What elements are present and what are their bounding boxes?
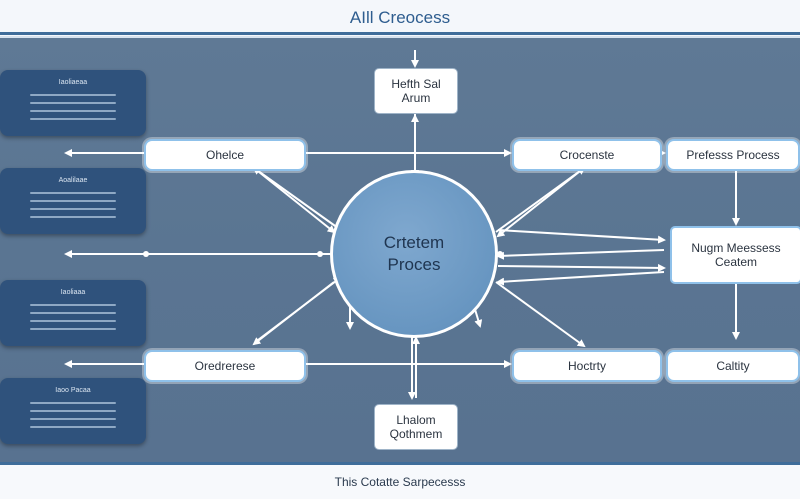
right-box-line-1: Nugm Meessess: [691, 241, 781, 255]
side-card-line: [30, 320, 116, 322]
arrow-left-pill-top-to-hub: [253, 167, 336, 234]
side-card-line: [30, 208, 116, 210]
hub-line-1: Crtetem: [383, 233, 445, 252]
side-card-line: [30, 94, 116, 96]
central-process-hub[interactable]: Crtetem Proces: [330, 170, 498, 338]
page-title: AIll Creocess: [349, 8, 451, 27]
pill-prefesss-process[interactable]: Prefesss Process: [666, 139, 800, 171]
side-card-line: [30, 304, 116, 306]
footer-bar: This Cotatte Sarpecesss: [0, 462, 800, 499]
right-box-line-2: Ceatem: [714, 255, 758, 269]
arrow-hub-to-right-pill-bottom: [495, 281, 586, 348]
side-card-line: [30, 118, 116, 120]
side-card-line: [30, 426, 116, 428]
side-card-heading: Iaoliaeaa: [58, 79, 88, 86]
side-card-4: Iaoo Pacaa: [0, 378, 146, 444]
arrow-hub-to-right-box-a: [497, 229, 666, 244]
side-card-2: Aoalilaae: [0, 168, 146, 234]
hub-line-2: Proces: [387, 255, 441, 274]
footer-caption: This Cotatte Sarpecesss: [334, 475, 466, 489]
junction-dot: [143, 251, 149, 257]
side-card-3: Iaoliaaa: [0, 280, 146, 346]
top-process-box[interactable]: Hefth Sal Arum: [374, 68, 458, 114]
junction-dot: [317, 251, 323, 257]
pill-crocenste[interactable]: Crocenste: [512, 139, 662, 171]
right-process-box[interactable]: Nugm Meessess Ceatem: [670, 226, 800, 284]
arrow-right-box-to-hub-b: [496, 271, 665, 286]
side-card-line: [30, 192, 116, 194]
junction-dot: [497, 251, 503, 257]
side-card-heading: Iaoo Pacaa: [55, 387, 91, 394]
side-card-line: [30, 102, 116, 104]
arrow-left-pill-bottom-to-hub: [257, 276, 342, 341]
side-card-line: [30, 410, 116, 412]
side-card-heading: Aoalilaae: [58, 177, 88, 184]
pill-ohelce[interactable]: Ohelce: [144, 139, 306, 171]
pill-oredrerese[interactable]: Oredrerese: [144, 350, 306, 382]
title-bar: AIll Creocess: [0, 0, 800, 38]
top-box-line-2: Arum: [401, 91, 431, 105]
side-card-line: [30, 402, 116, 404]
top-box-line-1: Hefth Sal: [391, 77, 441, 91]
side-card-heading: Iaoliaaa: [60, 289, 86, 296]
bottom-box-line-1: Lhalom: [396, 413, 436, 427]
pill-caltity[interactable]: Caltity: [666, 350, 800, 382]
bottom-process-box[interactable]: Lhalom Qothmem: [374, 404, 458, 450]
side-card-line: [30, 328, 116, 330]
arrow-right-box-to-hub-a: [496, 249, 665, 260]
side-card-line: [30, 216, 116, 218]
pill-hoctrty[interactable]: Hoctrty: [512, 350, 662, 382]
side-card-line: [30, 418, 116, 420]
arrow-right-pill-top-to-hub: [496, 167, 585, 238]
side-card-line: [30, 200, 116, 202]
arrow-hub-to-right-box-b: [497, 263, 666, 272]
side-card-line: [30, 110, 116, 112]
side-card-line: [30, 312, 116, 314]
side-card-1: Iaoliaeaa: [0, 70, 146, 136]
bottom-box-line-2: Qothmem: [389, 427, 443, 441]
